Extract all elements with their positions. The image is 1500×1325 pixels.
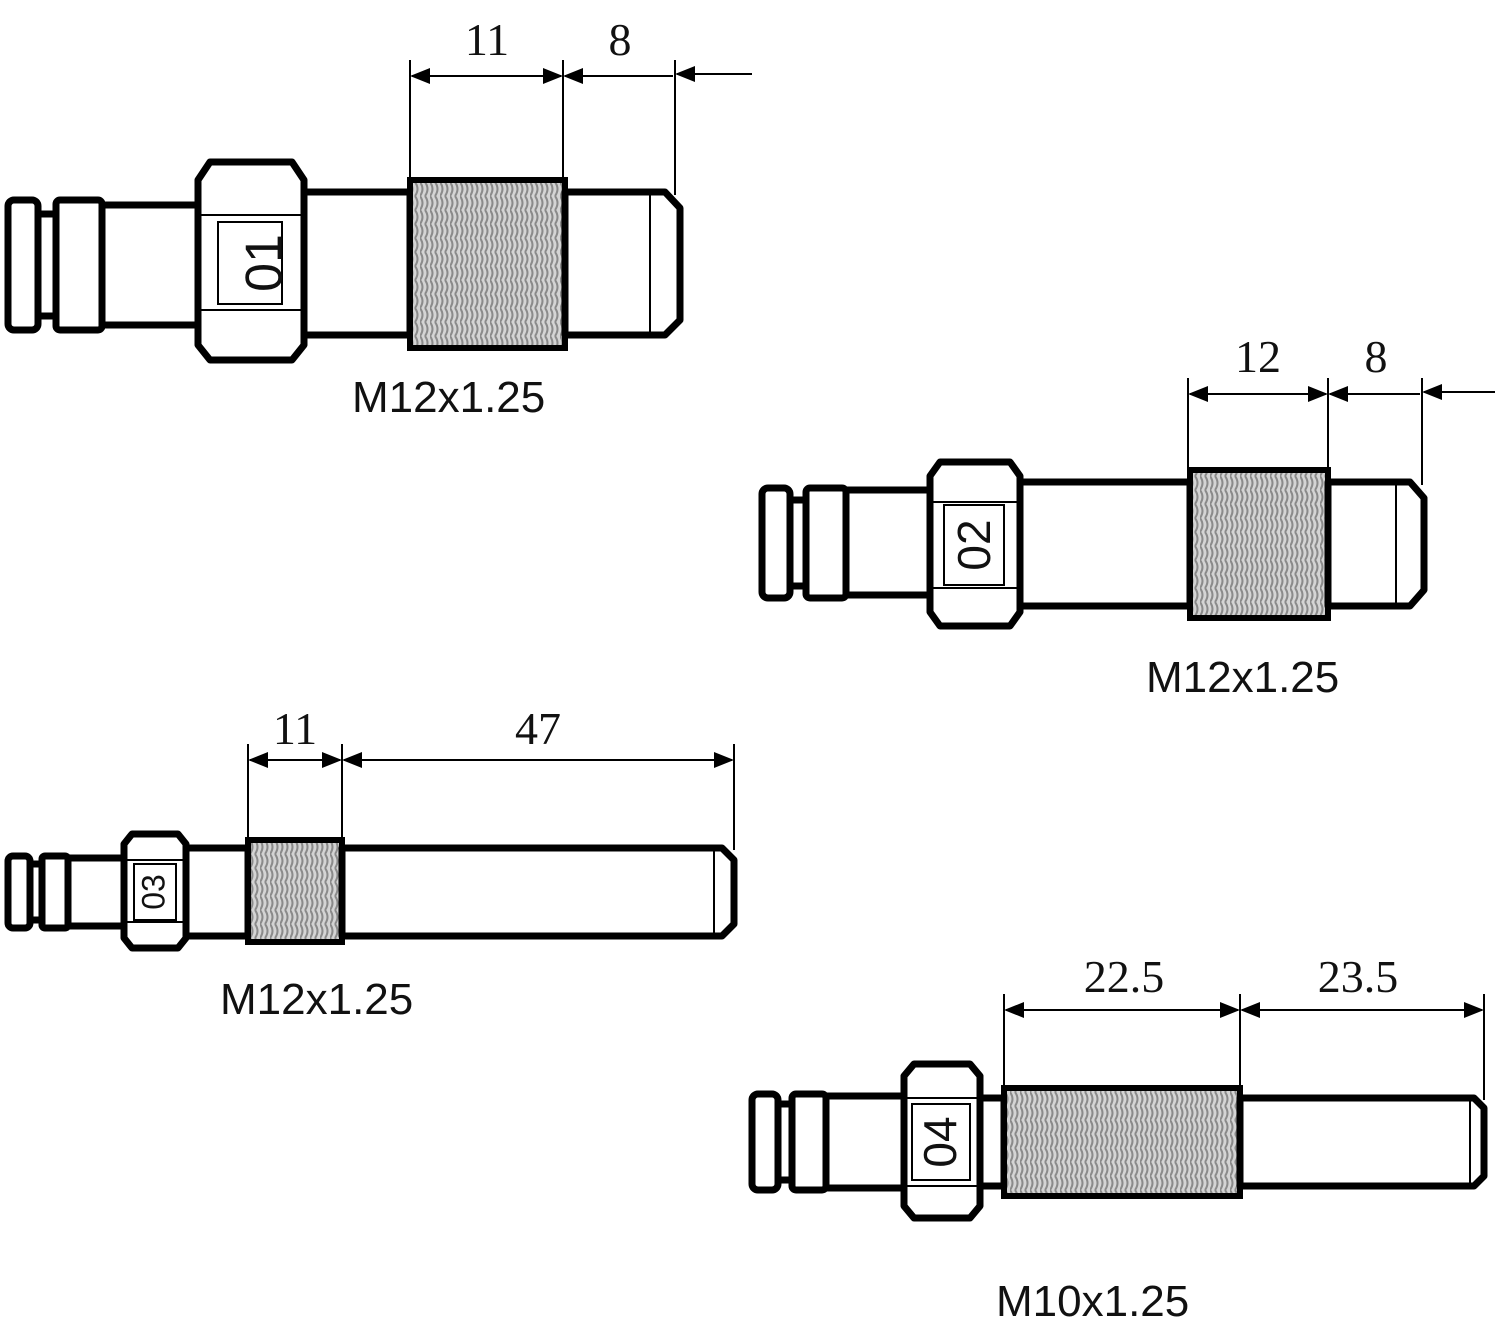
- part-04-thread-spec: M10x1.25: [996, 1277, 1189, 1325]
- part-01-thread-spec: M12x1.25: [352, 373, 545, 422]
- part-04-id: 04: [914, 1116, 966, 1167]
- part-01-dim-thread: 11: [465, 14, 509, 65]
- part-03: 03 11 47 M12x1.25: [4, 703, 738, 1024]
- part-02-thread-spec: M12x1.25: [1146, 653, 1339, 702]
- part-01: 01 11 8 M12x1.25: [4, 14, 752, 422]
- part-04-dim-shaft: 23.5: [1318, 951, 1399, 1002]
- part-04: 04 22.5 23.5 M10x1.25: [748, 951, 1488, 1325]
- part-02-id: 02: [948, 519, 1000, 570]
- part-04-dim-thread: 22.5: [1084, 951, 1165, 1002]
- part-02-dim-thread: 12: [1235, 331, 1281, 382]
- part-03-id: 03: [135, 874, 171, 910]
- part-02: 02 12 8 M12x1.25: [758, 331, 1495, 702]
- part-03-dim-shaft: 47: [515, 703, 561, 754]
- part-03-thread-spec: M12x1.25: [220, 975, 413, 1024]
- part-03-dim-thread: 11: [273, 703, 317, 754]
- part-01-id: 01: [236, 234, 294, 292]
- part-01-dim-tip: 8: [609, 14, 632, 65]
- part-02-dim-tip: 8: [1365, 331, 1388, 382]
